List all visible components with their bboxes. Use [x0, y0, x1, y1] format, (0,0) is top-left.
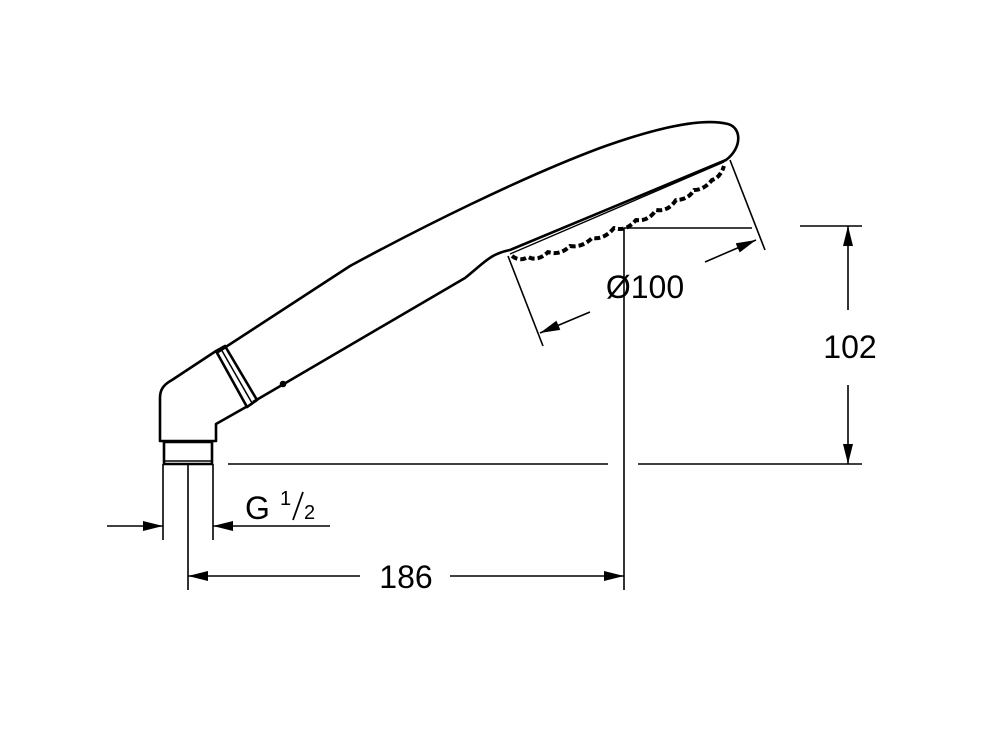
thread-denominator: 2	[304, 502, 315, 524]
thread-fraction-slash	[292, 491, 304, 521]
height-label: 102	[823, 329, 876, 365]
diameter-label: Ø100	[606, 269, 684, 305]
thread-numerator: 1	[280, 488, 291, 510]
thread-label: G	[245, 490, 270, 526]
dimension-lines	[107, 159, 862, 590]
length-label: 186	[379, 559, 432, 595]
spray-nozzles	[509, 161, 725, 255]
handle-body	[217, 120, 740, 404]
swivel-joint	[158, 349, 247, 443]
collar-ring	[214, 344, 259, 409]
